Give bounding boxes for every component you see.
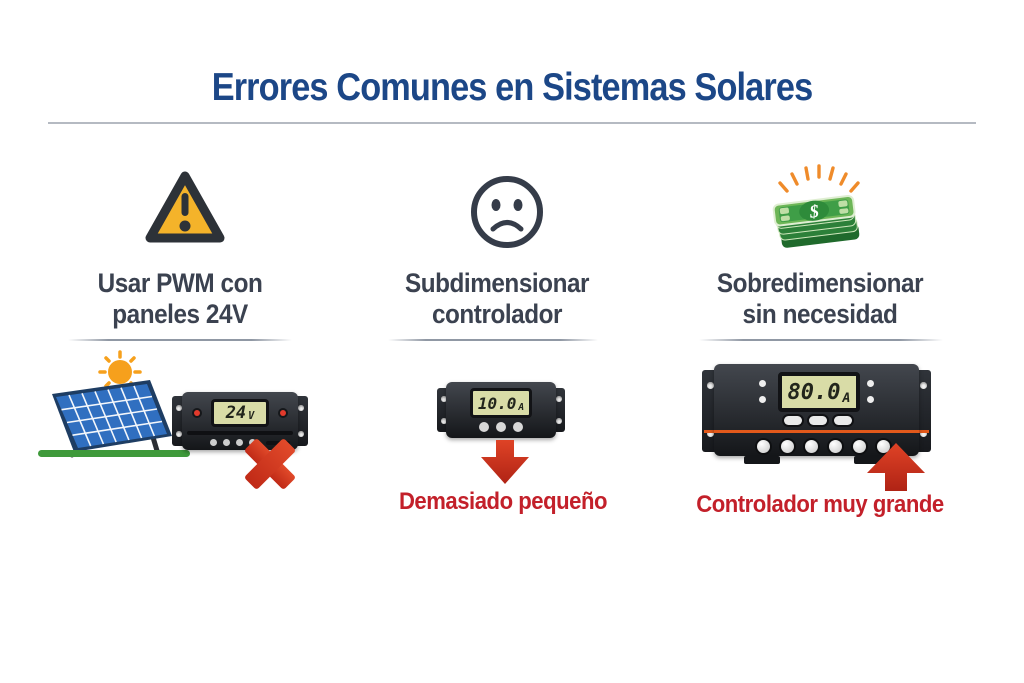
column2-heading: Subdimensionar controlador: [380, 268, 614, 330]
button-dot: [513, 422, 523, 432]
dollar-sign: $: [808, 201, 820, 222]
grass: [38, 450, 190, 457]
controller-foot: [854, 456, 890, 464]
round-button: [853, 440, 866, 453]
oval-button: [784, 416, 802, 425]
round-button: [877, 440, 890, 453]
title-divider: [48, 122, 976, 124]
heading-line: Usar PWM con: [97, 268, 263, 298]
oval-button: [834, 416, 852, 425]
heading-line: Sobredimensionar: [716, 268, 924, 298]
round-button: [757, 440, 770, 453]
column3-caption: Controlador muy grande: [696, 491, 944, 518]
red-arrow-up-icon: [867, 443, 925, 491]
round-button: [805, 440, 818, 453]
red-x-icon: [245, 439, 295, 489]
indicator-dot: [867, 396, 874, 403]
column2-caption: Demasiado pequeño: [398, 488, 608, 515]
column1-heading: Usar PWM con paneles 24V: [63, 268, 297, 330]
lcd-value: 10.0: [477, 393, 517, 413]
heading-line: paneles 24V: [112, 299, 248, 329]
controller-foot: [744, 456, 780, 464]
oval-button: [809, 416, 827, 425]
heading-line: controlador: [431, 299, 563, 329]
mount-flange: [915, 370, 931, 452]
page-title: Errores Comunes en Sistemas Solares: [211, 66, 813, 109]
button-dot: [479, 422, 489, 432]
money-stack-icon: $: [772, 164, 860, 248]
indicator-dot: [759, 380, 766, 387]
round-button: [829, 440, 842, 453]
indicator-dot: [759, 396, 766, 403]
vent-slot: [187, 431, 293, 435]
red-arrow-down-icon: [481, 440, 529, 484]
lcd-value: 80.0: [787, 379, 841, 405]
lcd-unit: A: [842, 391, 851, 406]
heading-line: sin necesidad: [742, 299, 898, 329]
column3-underline: [699, 339, 943, 341]
solar-panel-scene: [38, 350, 190, 458]
column3-heading: Sobredimensionar sin necesidad: [703, 268, 937, 330]
warning-triangle-icon: [145, 171, 225, 243]
indicator-dot: [867, 380, 874, 387]
sad-face-icon: [471, 176, 543, 248]
terminal-slot: [266, 441, 290, 445]
led-indicator: [194, 410, 200, 416]
button-dot: [496, 422, 506, 432]
orange-stripe: [714, 430, 919, 433]
heading-line: Subdimensionar: [404, 268, 590, 298]
column2-underline: [388, 339, 598, 341]
button-dot: [210, 439, 217, 446]
lcd-unit: V: [248, 411, 255, 422]
led-indicator: [280, 410, 286, 416]
column1-underline: [68, 339, 292, 341]
round-button: [781, 440, 794, 453]
lcd-unit: A: [518, 402, 525, 413]
button-dot: [236, 439, 243, 446]
button-dot: [223, 439, 230, 446]
money-rays: [778, 164, 860, 193]
lcd-value: 24: [225, 403, 247, 423]
